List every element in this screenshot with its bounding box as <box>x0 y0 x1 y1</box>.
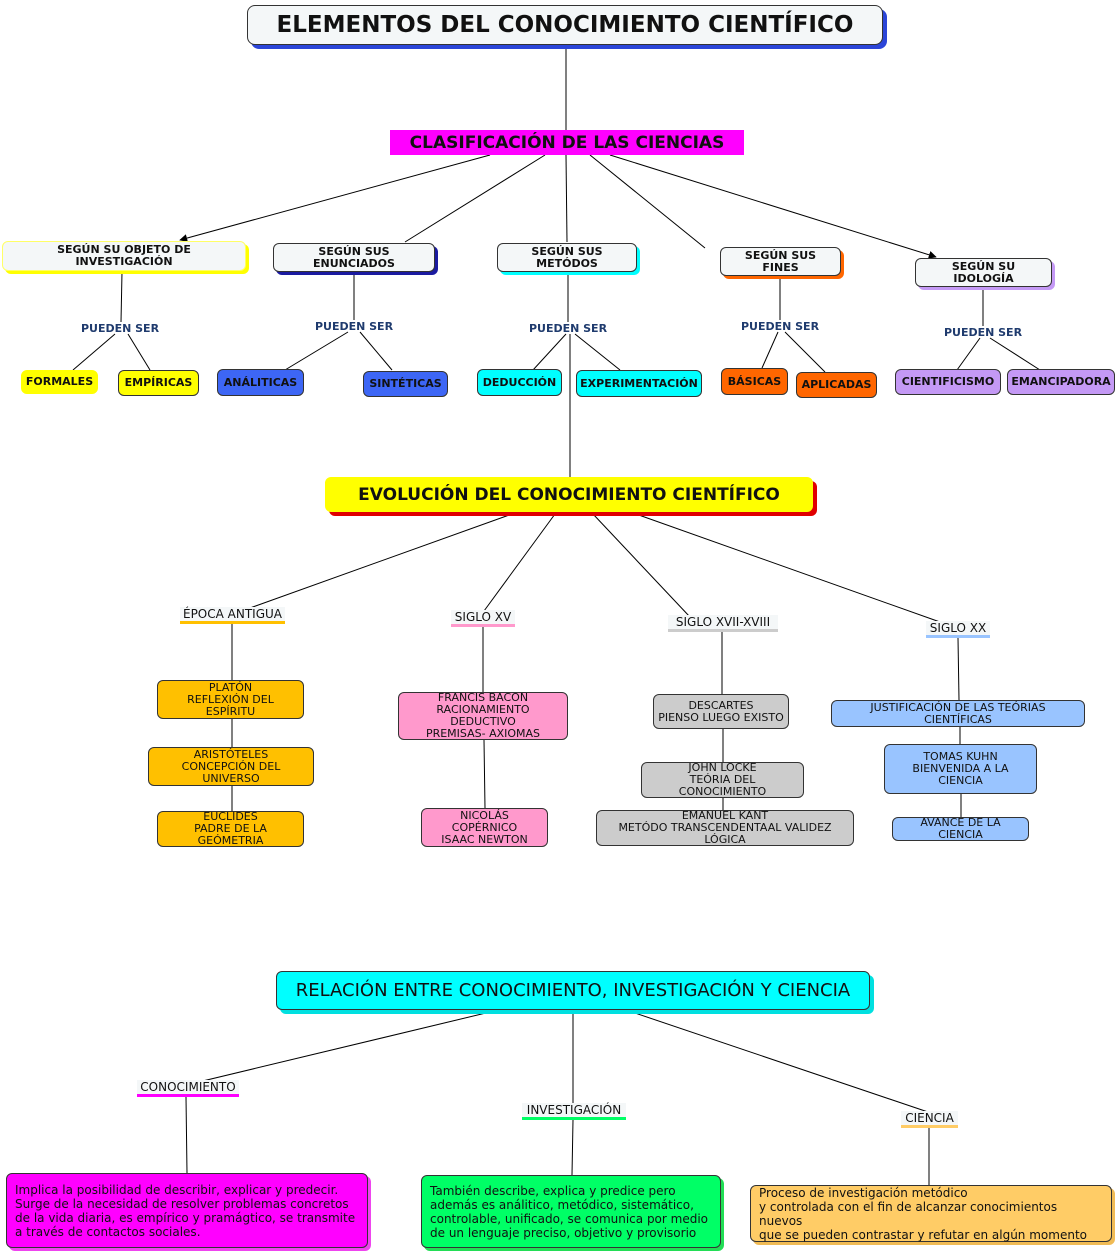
evo-francis-bacon: FRANCIS BACON RACIONAMIENTO DEDUCTIVO PR… <box>398 692 568 740</box>
relacion-title: RELACIÓN ENTRE CONOCIMIENTO, INVESTIGACI… <box>276 971 870 1010</box>
evo-john-locke: JOHN LOCKE TEÓRIA DEL CONOCIMIENTO <box>641 762 804 798</box>
desc-conocimiento: Implica la posibilidad de describir, exp… <box>6 1173 368 1248</box>
group-metodos: SEGÚN SUS METÓDOS <box>497 243 637 272</box>
desc-investigacion: También describe, explica y predice pero… <box>421 1175 721 1248</box>
concept-investigacion: INVESTIGACIÓN <box>522 1103 626 1120</box>
group-ideologia: SEGÚN SU IDOLOGÍA <box>915 258 1052 287</box>
leaf-sinteticas: SINTÉTICAS <box>363 371 448 397</box>
leaf-basicas: BÁSICAS <box>721 368 788 395</box>
link-label-pueden-ser: PUEDEN SER <box>314 320 394 333</box>
concept-ciencia: CIENCIA <box>901 1111 958 1128</box>
leaf-experimentacion: EXPERIMENTACIÓN <box>576 370 702 397</box>
evo-euclides: EUCLIDES PADRE DE LA GEÓMETRIA <box>157 811 304 847</box>
concept-conocimiento: CONOCIMIENTO <box>137 1080 239 1097</box>
evo-avance-ciencia: AVANCE DE LA CIENCIA <box>892 817 1029 841</box>
period-siglo-xvii-xviii: SIGLO XVII-XVIII <box>668 615 778 632</box>
evo-emanuel-kant: EMANUEL KANT METÓDO TRANSCENDENTAAL VALI… <box>596 810 854 846</box>
leaf-emancipadora: EMANCIPADORA <box>1007 369 1115 395</box>
evo-descartes: DESCARTES PIENSO LUEGO EXISTO <box>653 694 789 729</box>
leaf-cientificismo: CIENTIFICISMO <box>895 369 1001 395</box>
evo-tomas-kuhn: TOMAS KUHN BIENVENIDA A LA CIENCIA <box>884 744 1037 794</box>
evo-justificacion: JUSTIFICACIÓN DE LAS TEÓRIAS CIENTÍFICAS <box>831 700 1085 727</box>
evo-platon: PLATÓN REFLEXIÓN DEL ESPÍRITU <box>157 680 304 719</box>
group-fines: SEGÚN SUS FINES <box>720 247 841 276</box>
leaf-deduccion: DEDUCCIÓN <box>477 369 562 396</box>
link-label-pueden-ser: PUEDEN SER <box>80 322 160 335</box>
period-siglo-xx: SIGLO XX <box>926 621 990 638</box>
period-epoca-antigua: ÉPOCA ANTIGUA <box>180 607 285 624</box>
evo-aristoteles: ARISTÓTELES CONCEPCIÓN DEL UNIVERSO <box>148 747 314 786</box>
group-enunciados: SEGÚN SUS ENUNCIADOS <box>273 243 435 272</box>
leaf-aplicadas: APLICADAS <box>796 372 877 398</box>
leaf-analiticas: ANÁLITICAS <box>217 369 304 396</box>
leaf-empiricas: EMPÍRICAS <box>118 370 199 396</box>
link-label-pueden-ser: PUEDEN SER <box>528 322 608 335</box>
group-objeto: SEGÚN SU OBJETO DE INVESTIGACIÓN <box>2 241 246 271</box>
link-label-pueden-ser: PUEDEN SER <box>943 326 1023 339</box>
evo-copernico-newton: NICOLÁS COPÉRNICO ISAAC NEWTON <box>421 808 548 847</box>
period-siglo-xv: SIGLO XV <box>451 610 515 627</box>
desc-ciencia: Proceso de investigación metódico y cont… <box>750 1185 1112 1242</box>
clasificacion-title: CLASIFICACIÓN DE LAS CIENCIAS <box>390 130 744 155</box>
evolucion-title: EVOLUCIÓN DEL CONOCIMIENTO CIENTÍFICO <box>325 477 813 512</box>
link-label-pueden-ser: PUEDEN SER <box>740 320 820 333</box>
leaf-formales: FORMALES <box>21 370 98 394</box>
main-title: ELEMENTOS DEL CONOCIMIENTO CIENTÍFICO <box>247 5 883 45</box>
